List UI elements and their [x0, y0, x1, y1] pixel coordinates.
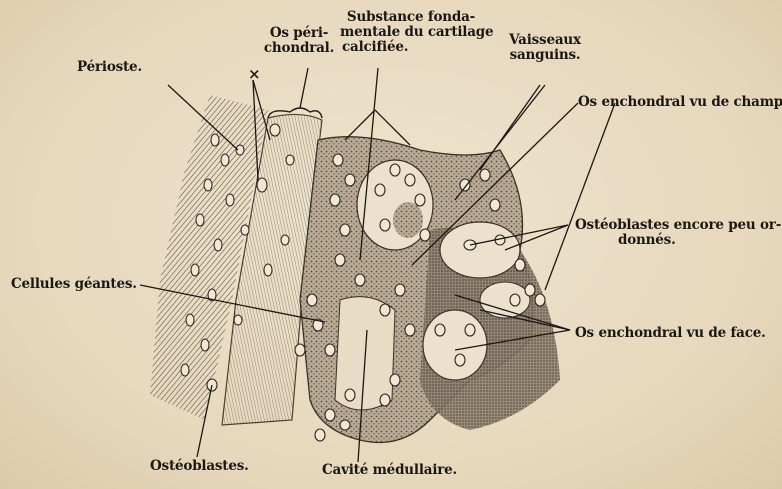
label-os-perichondral: Os péri- chondral.	[262, 26, 336, 56]
calcified-cartilage-mass	[300, 137, 560, 443]
label-osteoblastes: Ostéoblastes.	[150, 459, 249, 474]
label-os-enchondral-face: Os enchondral vu de face.	[575, 326, 766, 341]
label-substance-line2: mentale du cartilage	[340, 25, 482, 40]
label-osteoblastes-ordonnes-line1: Ostéoblastes encore peu or-	[575, 218, 781, 233]
label-vaisseaux-line2: sanguins.	[505, 48, 585, 63]
label-cavite-medullaire: Cavité médullaire.	[322, 463, 457, 478]
cross-mark: ×	[248, 67, 260, 82]
label-os-perichondral-line1: Os péri-	[262, 26, 336, 41]
label-cellules-geantes: Cellules géantes.	[11, 277, 137, 292]
label-os-enchondral-champ: Os enchondral vu de champ.	[578, 95, 782, 110]
label-osteoblastes-ordonnes-line2: donnés.	[575, 233, 781, 248]
label-substance-line3: calcifiée.	[340, 40, 482, 55]
label-osteoblastes-ordonnes: Ostéoblastes encore peu or- donnés.	[575, 218, 781, 248]
label-os-perichondral-line2: chondral.	[262, 41, 336, 56]
label-vaisseaux-line1: Vaisseaux	[505, 33, 585, 48]
label-substance-line1: Substance fonda-	[340, 10, 482, 25]
label-substance-fondamentale: Substance fonda- mentale du cartilage ca…	[340, 10, 482, 55]
label-perioste: Périoste.	[77, 60, 142, 75]
label-vaisseaux-sanguins: Vaisseaux sanguins.	[505, 33, 585, 63]
